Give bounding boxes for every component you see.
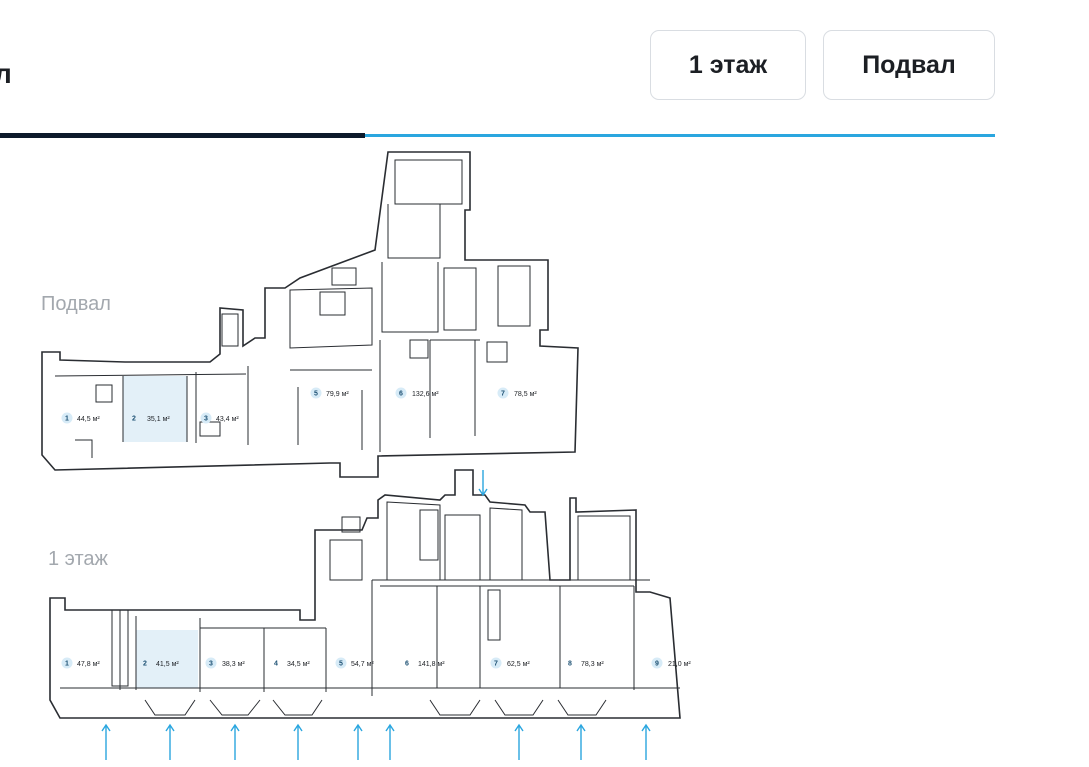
first-floor-room-9-area: 21,0 м² <box>668 661 691 668</box>
first-floor-label: 1 этаж <box>48 548 109 570</box>
first-floor-room-7-number: 7 <box>494 661 498 668</box>
floor-progress-track <box>0 134 995 137</box>
basement-room-7-area: 78,5 м² <box>514 391 537 398</box>
basement-room-2-area: 35,1 м² <box>147 416 170 423</box>
first-floor-room-1-number: 1 <box>65 661 69 668</box>
first-floor-room-4-area: 34,5 м² <box>287 661 310 668</box>
basement-room-3-area: 43,4 м² <box>216 416 239 423</box>
first-floor-room-5-number: 5 <box>339 661 343 668</box>
basement-room-1-area: 44,5 м² <box>77 416 100 423</box>
first-floor-room-4-number: 4 <box>274 661 278 668</box>
basement-room-3-number: 3 <box>204 416 208 423</box>
basement-room-6-number: 6 <box>399 391 403 398</box>
first-floor-room-8-area: 78,3 м² <box>581 661 604 668</box>
first-floor-room-2-number: 2 <box>143 661 147 668</box>
floor-button-first[interactable]: 1 этаж <box>650 30 806 100</box>
basement-room-1-number: 1 <box>65 416 69 423</box>
floor-plan: Подвал 1 44,5 м² <box>41 151 691 760</box>
first-floor-plan: 1 этаж <box>48 469 691 760</box>
basement-plan: Подвал 1 44,5 м² <box>41 151 579 478</box>
section-title-fragment: л <box>0 58 12 89</box>
first-floor-room-9-number: 9 <box>655 661 659 668</box>
basement-room-7-number: 7 <box>501 391 505 398</box>
basement-label: Подвал <box>41 293 111 315</box>
first-floor-room-7-area: 62,5 м² <box>507 661 530 668</box>
floor-button-basement[interactable]: Подвал <box>823 30 995 100</box>
basement-room-5-number: 5 <box>314 391 318 398</box>
basement-room-2-fill[interactable] <box>123 376 187 442</box>
first-floor-room-6-number: 6 <box>405 661 409 668</box>
floor-progress-fill <box>0 133 365 138</box>
first-floor-room-3-number: 3 <box>209 661 213 668</box>
first-floor-room-6-area: 141,8 м² <box>418 661 445 668</box>
basement-room-2-number: 2 <box>132 416 136 423</box>
first-floor-room-5-area: 54,7 м² <box>351 661 374 668</box>
first-floor-room-8-number: 8 <box>568 661 572 668</box>
basement-room-6-area: 132,6 м² <box>412 391 439 398</box>
first-floor-room-2-area: 41,5 м² <box>156 661 179 668</box>
first-floor-room-3-area: 38,3 м² <box>222 661 245 668</box>
basement-room-5-area: 79,9 м² <box>326 391 349 398</box>
first-floor-room-2-fill[interactable] <box>136 630 198 688</box>
first-floor-room-1-area: 47,8 м² <box>77 661 100 668</box>
